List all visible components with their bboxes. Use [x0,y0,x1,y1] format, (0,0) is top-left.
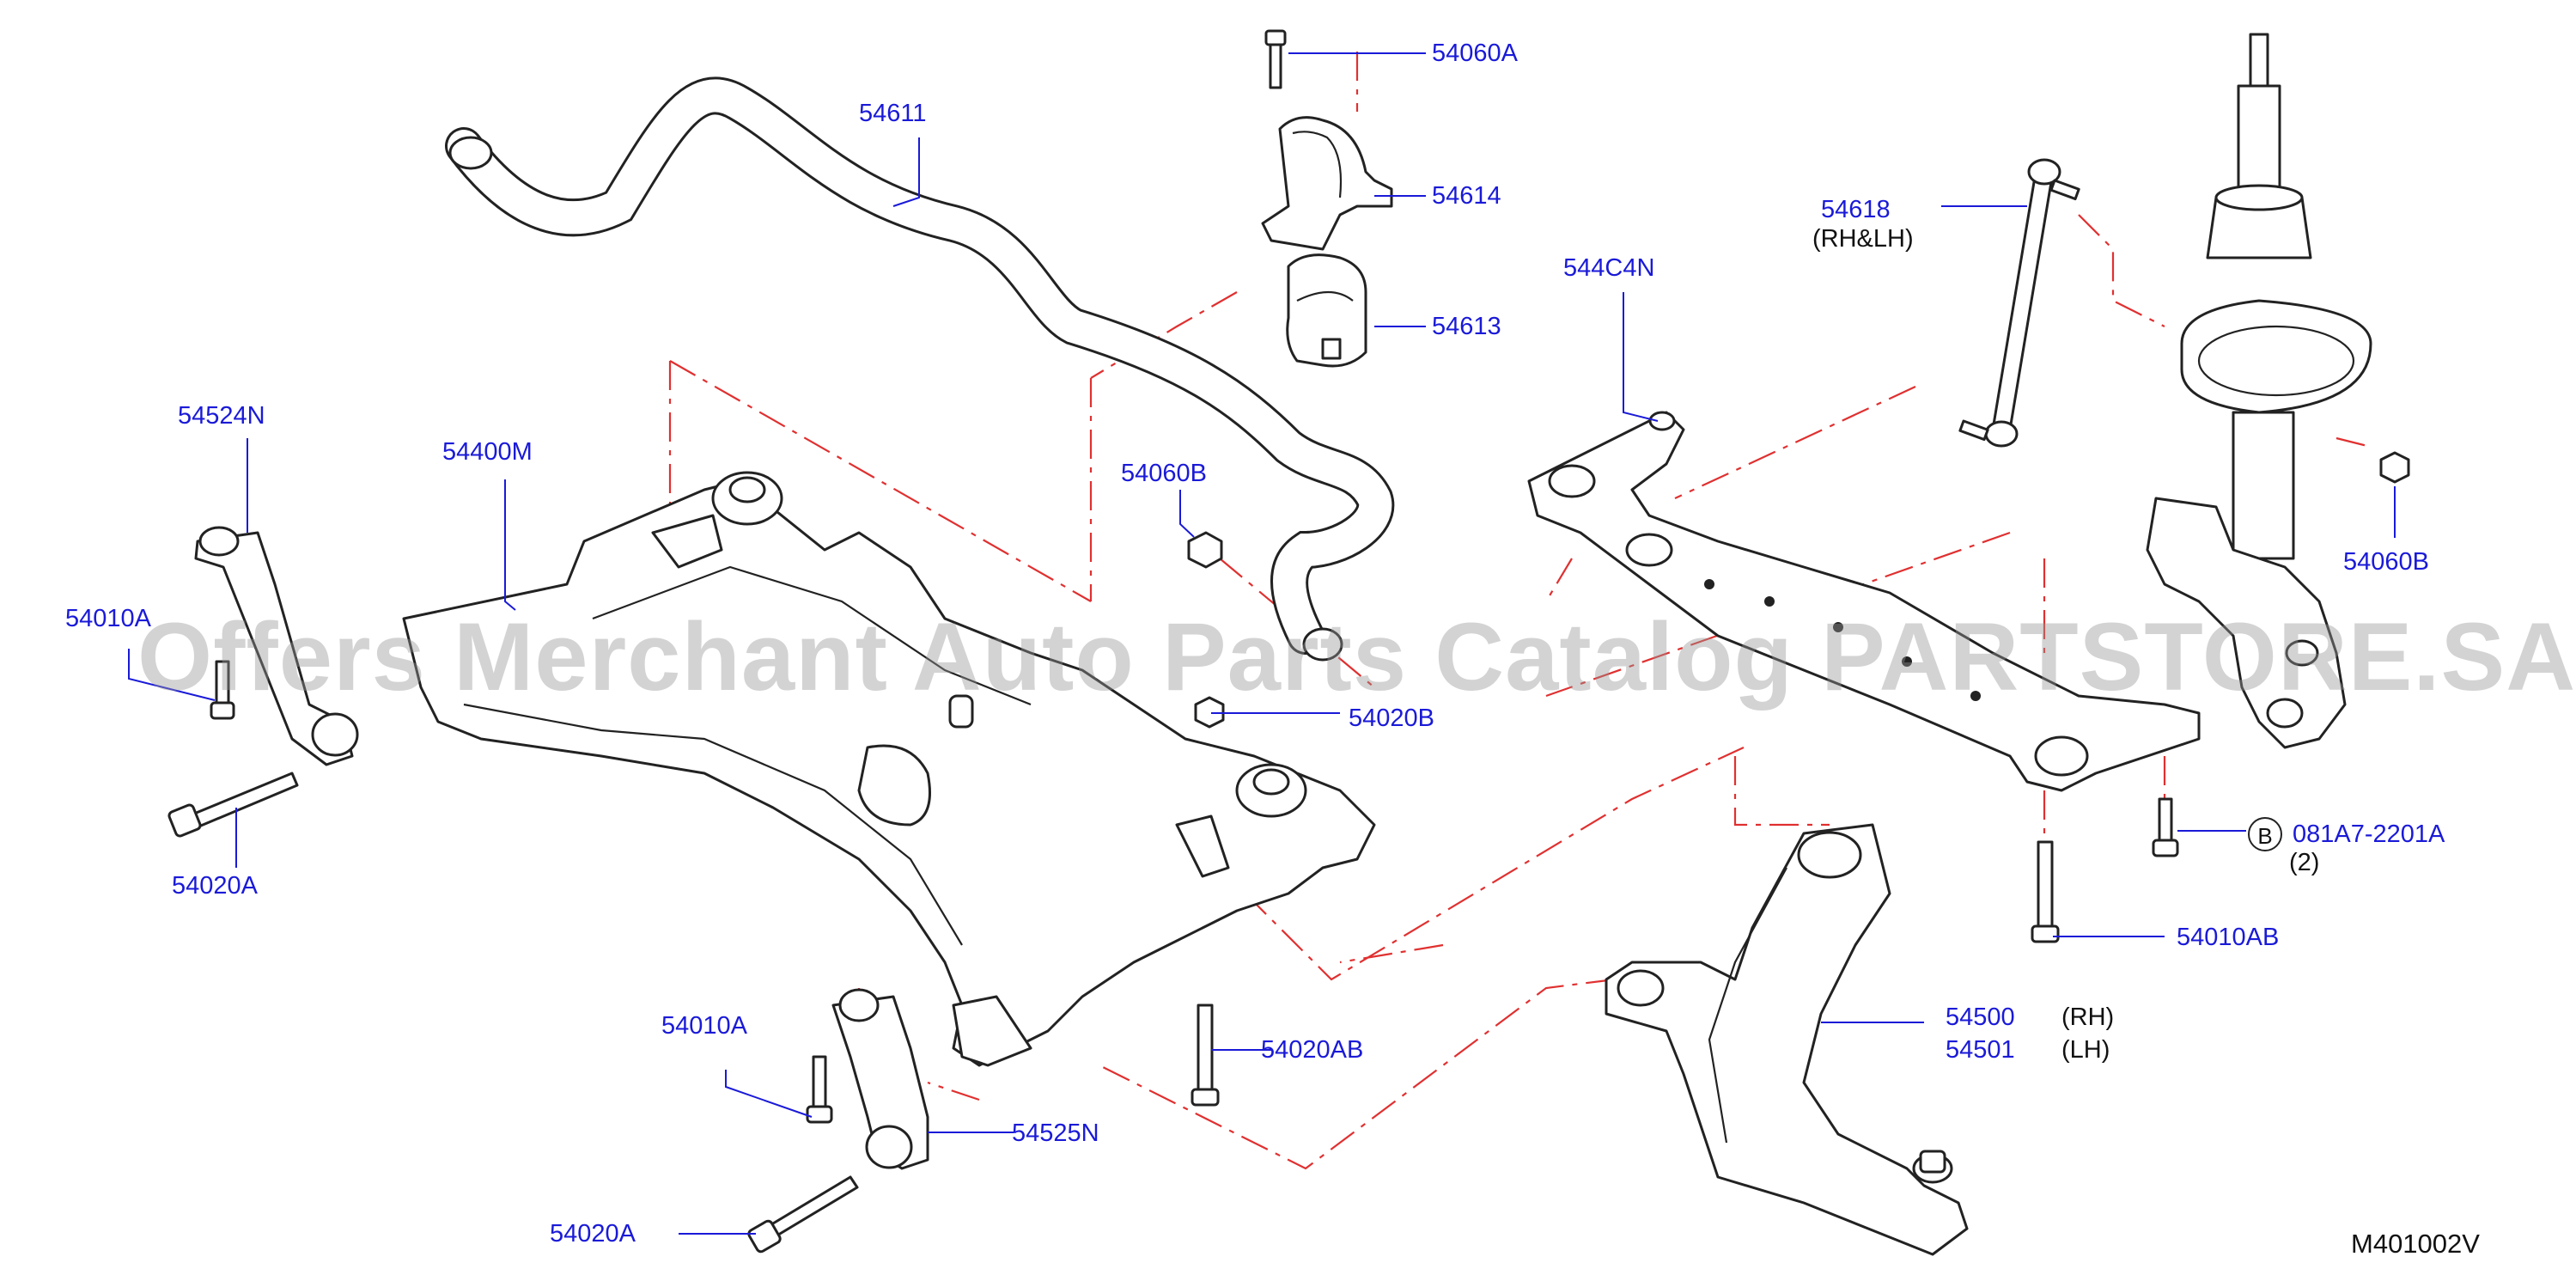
reference-b-circle: B [2248,817,2282,851]
label-54020b[interactable]: 54020B [1349,705,1434,732]
bolt-54020ab [1191,1004,1220,1107]
bolt-54010a-lower [806,1055,833,1124]
label-54060b-right[interactable]: 54060B [2343,548,2429,576]
front-subframe [402,471,1376,1067]
label-54500-side: (RH) [2061,1004,2115,1031]
bolt-54010a-left [210,660,235,720]
leader-lines [128,52,2396,1235]
strut-assembly [2146,33,2372,749]
bolt-54060a [1264,29,1287,89]
label-54618-note: (RH&LH) [1812,225,1914,253]
link-54525n [831,988,929,1170]
bolt-54010ab [2031,840,2060,943]
label-54060a[interactable]: 54060A [1432,40,1518,67]
label-54010a-lower[interactable]: 54010A [661,1012,747,1040]
bar-bushing [1286,253,1367,368]
label-54618[interactable]: 54618 [1821,196,1891,223]
bolt-081a7 [2152,797,2179,857]
stabilizer-link [1958,158,2080,448]
lower-arm [1605,823,1969,1256]
label-54611[interactable]: 54611 [859,100,927,127]
label-54020a-lower[interactable]: 54020A [550,1220,636,1248]
watermark-text: Offers Merchant Auto Parts Catalog PARTS… [137,603,2576,711]
label-54010a-left[interactable]: 54010A [65,605,151,632]
label-54613[interactable]: 54613 [1432,313,1501,340]
link-54524n [194,526,359,766]
nut-54060b-right [2379,451,2410,484]
label-54400m[interactable]: 54400M [442,438,533,466]
label-081a7-2201a[interactable]: 081A7-2201A [2293,821,2445,848]
nut-54020b [1194,696,1225,729]
bar-bracket [1261,116,1393,251]
stabilizer-bar [445,76,1395,662]
nut-54060b-left [1187,531,1223,569]
label-081a7-qty: (2) [2289,849,2320,876]
label-54060b-left[interactable]: 54060B [1121,460,1207,487]
bolt-54020a-left [167,772,299,838]
label-54525n[interactable]: 54525N [1012,1119,1099,1147]
label-54501[interactable]: 54501 [1946,1036,2015,1064]
member-544c4n [1527,411,2201,792]
label-54020a-left[interactable]: 54020A [172,872,258,900]
label-54501-side: (LH) [2061,1036,2110,1064]
label-54010ab[interactable]: 54010AB [2177,924,2280,951]
label-54020ab[interactable]: 54020AB [1261,1036,1364,1064]
label-54500[interactable]: 54500 [1946,1004,2015,1031]
label-544c4n[interactable]: 544C4N [1563,254,1655,282]
diagram-code: M401002V [2351,1229,2480,1259]
bolt-54020a-lower [747,1175,859,1254]
label-54614[interactable]: 54614 [1432,182,1501,210]
label-54524n[interactable]: 54524N [178,402,265,430]
